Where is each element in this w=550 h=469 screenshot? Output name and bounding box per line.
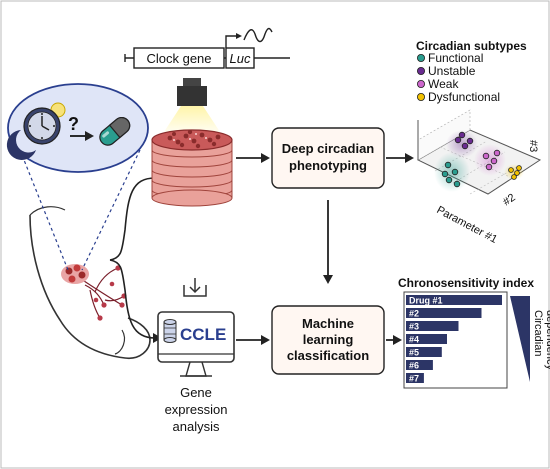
classification-line-1: Machine bbox=[302, 316, 354, 331]
legend-swatch-weak bbox=[416, 80, 425, 89]
clock-gene-label: Clock gene bbox=[146, 51, 211, 66]
dependency-label-2-visible: dependency bbox=[544, 310, 550, 370]
chrono-bar-4 bbox=[406, 334, 447, 344]
question-mark: ? bbox=[68, 114, 79, 134]
ccle-label: CCLE bbox=[180, 325, 226, 344]
pill-icon bbox=[99, 116, 131, 146]
subtypes-title: Circadian subtypes bbox=[416, 39, 527, 53]
download-icon bbox=[183, 278, 207, 297]
database-icon bbox=[163, 319, 177, 343]
magnify-lines bbox=[19, 149, 141, 271]
legend-swatch-dysfunctional bbox=[416, 93, 425, 102]
legend-swatch-functional bbox=[416, 54, 425, 63]
pca-points bbox=[441, 131, 522, 188]
legend-label-unstable: Unstable bbox=[428, 64, 476, 78]
legend-label-weak: Weak bbox=[428, 77, 459, 91]
classification-box: Machine learning classification bbox=[271, 305, 385, 375]
gene-expression-line-1: Gene bbox=[180, 385, 212, 400]
chrono-bar-7 bbox=[406, 373, 424, 383]
imaging-setup bbox=[151, 78, 233, 207]
gene-expression-caption: Gene expression analysis bbox=[165, 385, 228, 434]
chrono-bar-5 bbox=[406, 347, 442, 357]
classification-line-2: learning bbox=[303, 332, 354, 347]
luc-box bbox=[225, 47, 255, 69]
classification-line-3: classification bbox=[287, 348, 369, 363]
camera-body bbox=[177, 86, 207, 106]
clock-gene-box bbox=[133, 47, 225, 69]
phenotyping-line-1: Deep circadian bbox=[282, 141, 375, 156]
chrono-bar-label-3: #3 bbox=[409, 322, 419, 332]
light-cone bbox=[164, 106, 220, 132]
legend-label-functional: Functional bbox=[428, 51, 483, 65]
oscillation-wave bbox=[243, 27, 273, 43]
chrono-bar-1 bbox=[406, 295, 502, 305]
legend-label-dysfunctional: Dysfunctional bbox=[428, 90, 500, 104]
camera-top bbox=[183, 78, 201, 86]
subtypes-legend: Circadian subtypes FunctionalUnstableWea… bbox=[416, 39, 527, 104]
dependency-wedge bbox=[510, 296, 530, 382]
gene-expression-line-3: analysis bbox=[173, 419, 220, 434]
promoter-arrow bbox=[225, 35, 238, 48]
culture-dish bbox=[151, 129, 233, 207]
chrono-bar-3 bbox=[406, 321, 459, 331]
reporter-construct: Clock gene Luc bbox=[124, 27, 290, 69]
phenotyping-line-2: phenotyping bbox=[289, 158, 367, 173]
gene-expression-line-2: expression bbox=[165, 402, 228, 417]
pca-axis-y: #2 bbox=[501, 192, 518, 209]
chrono-bar-label-1: Drug #1 bbox=[409, 296, 443, 306]
chrono-bar-label-6: #6 bbox=[409, 361, 419, 371]
chrono-bars: Drug #1 #2 #3 #4 #5 #6 #7 bbox=[406, 295, 502, 384]
luc-label: Luc bbox=[230, 51, 251, 66]
chrono-bar-6 bbox=[406, 360, 433, 370]
phenotyping-box: Deep circadian phenotyping bbox=[271, 127, 385, 189]
pca-axis-z: #3 bbox=[527, 140, 539, 152]
ccle-monitor: CCLE bbox=[157, 278, 235, 377]
clock-drug-panel: ? bbox=[6, 83, 149, 173]
tumor-cluster bbox=[61, 264, 89, 284]
chrono-bar-2 bbox=[406, 308, 482, 318]
chronosensitivity-chart: Chronosensitivity index Drug #1 #2 #3 #4 #5 #… bbox=[398, 276, 550, 389]
dependency-label-1: Circadian bbox=[532, 310, 544, 356]
chrono-bar-label-2: #2 bbox=[409, 309, 419, 319]
legend-swatch-unstable bbox=[416, 67, 425, 76]
chrono-title: Chronosensitivity index bbox=[398, 276, 534, 290]
split-bracket bbox=[109, 177, 156, 339]
chrono-bar-label-7: #7 bbox=[409, 374, 419, 384]
clock-icon bbox=[6, 102, 66, 160]
chrono-bar-label-5: #5 bbox=[409, 348, 419, 358]
chrono-bar-label-4: #4 bbox=[409, 335, 419, 345]
